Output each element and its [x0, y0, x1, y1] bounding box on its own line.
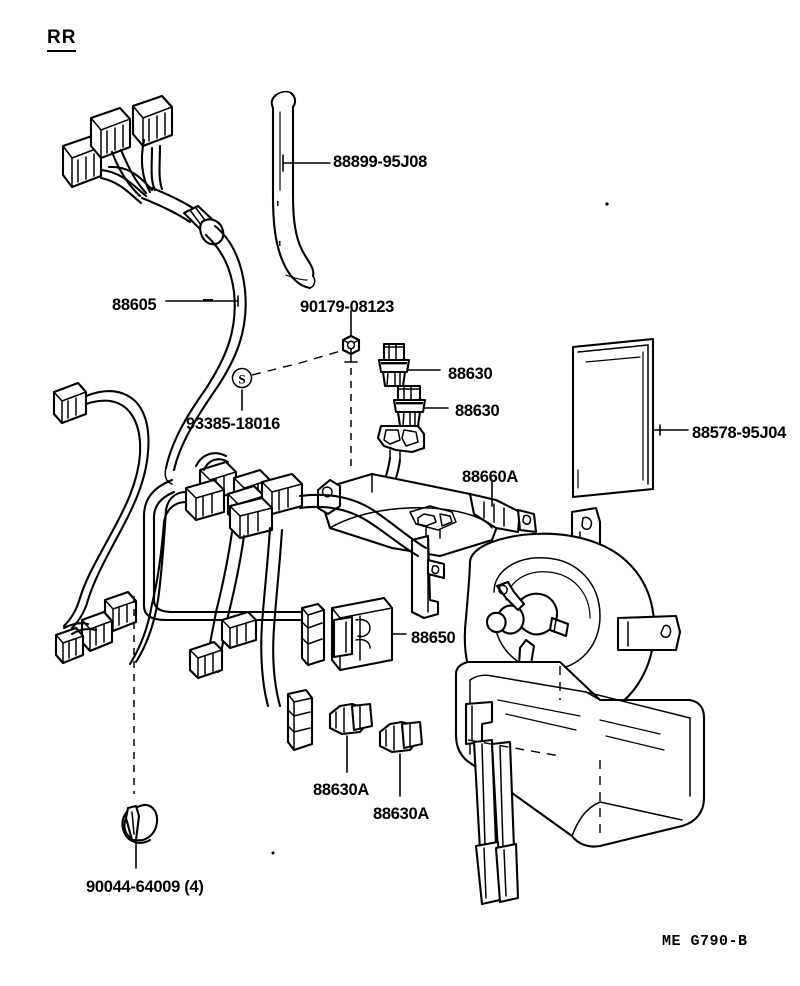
lower-middle-connectors: [188, 602, 326, 680]
clamp-90044-64009-part: [121, 803, 159, 844]
grommet-feed-clip: [286, 688, 314, 752]
label-88630-lower: 88630: [455, 402, 500, 420]
harness-connector-b: [89, 106, 132, 160]
bracket-88660A-part: [316, 472, 538, 620]
label-88650: 88650: [411, 629, 456, 647]
grommet-88630A-1-part: [328, 702, 374, 736]
scan-speck: [605, 202, 609, 206]
harness-trunk: [140, 186, 247, 485]
footer-code: ME G790-B: [662, 933, 748, 950]
label-88578-95J04: 88578-95J04: [692, 424, 786, 442]
label-90179-08123: 90179-08123: [300, 298, 394, 316]
wire-harness-88605-part: [52, 94, 247, 665]
leader-oring-dashed: [251, 349, 345, 376]
switch-88630-lower-part: [392, 384, 427, 428]
oring-93385-18016-part: S: [231, 367, 253, 389]
grommet-88630A-2-part: [378, 720, 424, 754]
label-88630A-2: 88630A: [373, 805, 429, 823]
harness-wires-upper: [99, 138, 164, 205]
resistor-88650-part: [330, 596, 394, 672]
switch-88630-upper-part: [377, 342, 411, 388]
label-88630-upper: 88630: [448, 365, 493, 383]
harness-connector-cluster-lower-left: [54, 590, 138, 665]
page-title: RR: [47, 27, 77, 52]
filter-88578-95J04-part: [571, 337, 655, 499]
label-88660A: 88660A: [462, 468, 518, 486]
scan-speck: [271, 851, 275, 855]
label-88899-95J08: 88899-95J08: [333, 153, 427, 171]
drain-hose-88899-95J08-part: [270, 90, 316, 290]
harness-branch-left-mid: [52, 381, 150, 630]
label-90044-64009: 90044-64009 (4): [86, 878, 204, 896]
blower-unit-part: [454, 506, 706, 906]
label-88630A-1: 88630A: [313, 781, 369, 799]
svg-text:S: S: [238, 372, 245, 387]
nut-90179-08123-part: [341, 334, 361, 356]
label-88605: 88605: [112, 296, 157, 314]
label-93385-18016: 93385-18016: [186, 415, 280, 433]
harness-connector-a: [61, 134, 103, 189]
harness-connector-c: [131, 94, 174, 148]
